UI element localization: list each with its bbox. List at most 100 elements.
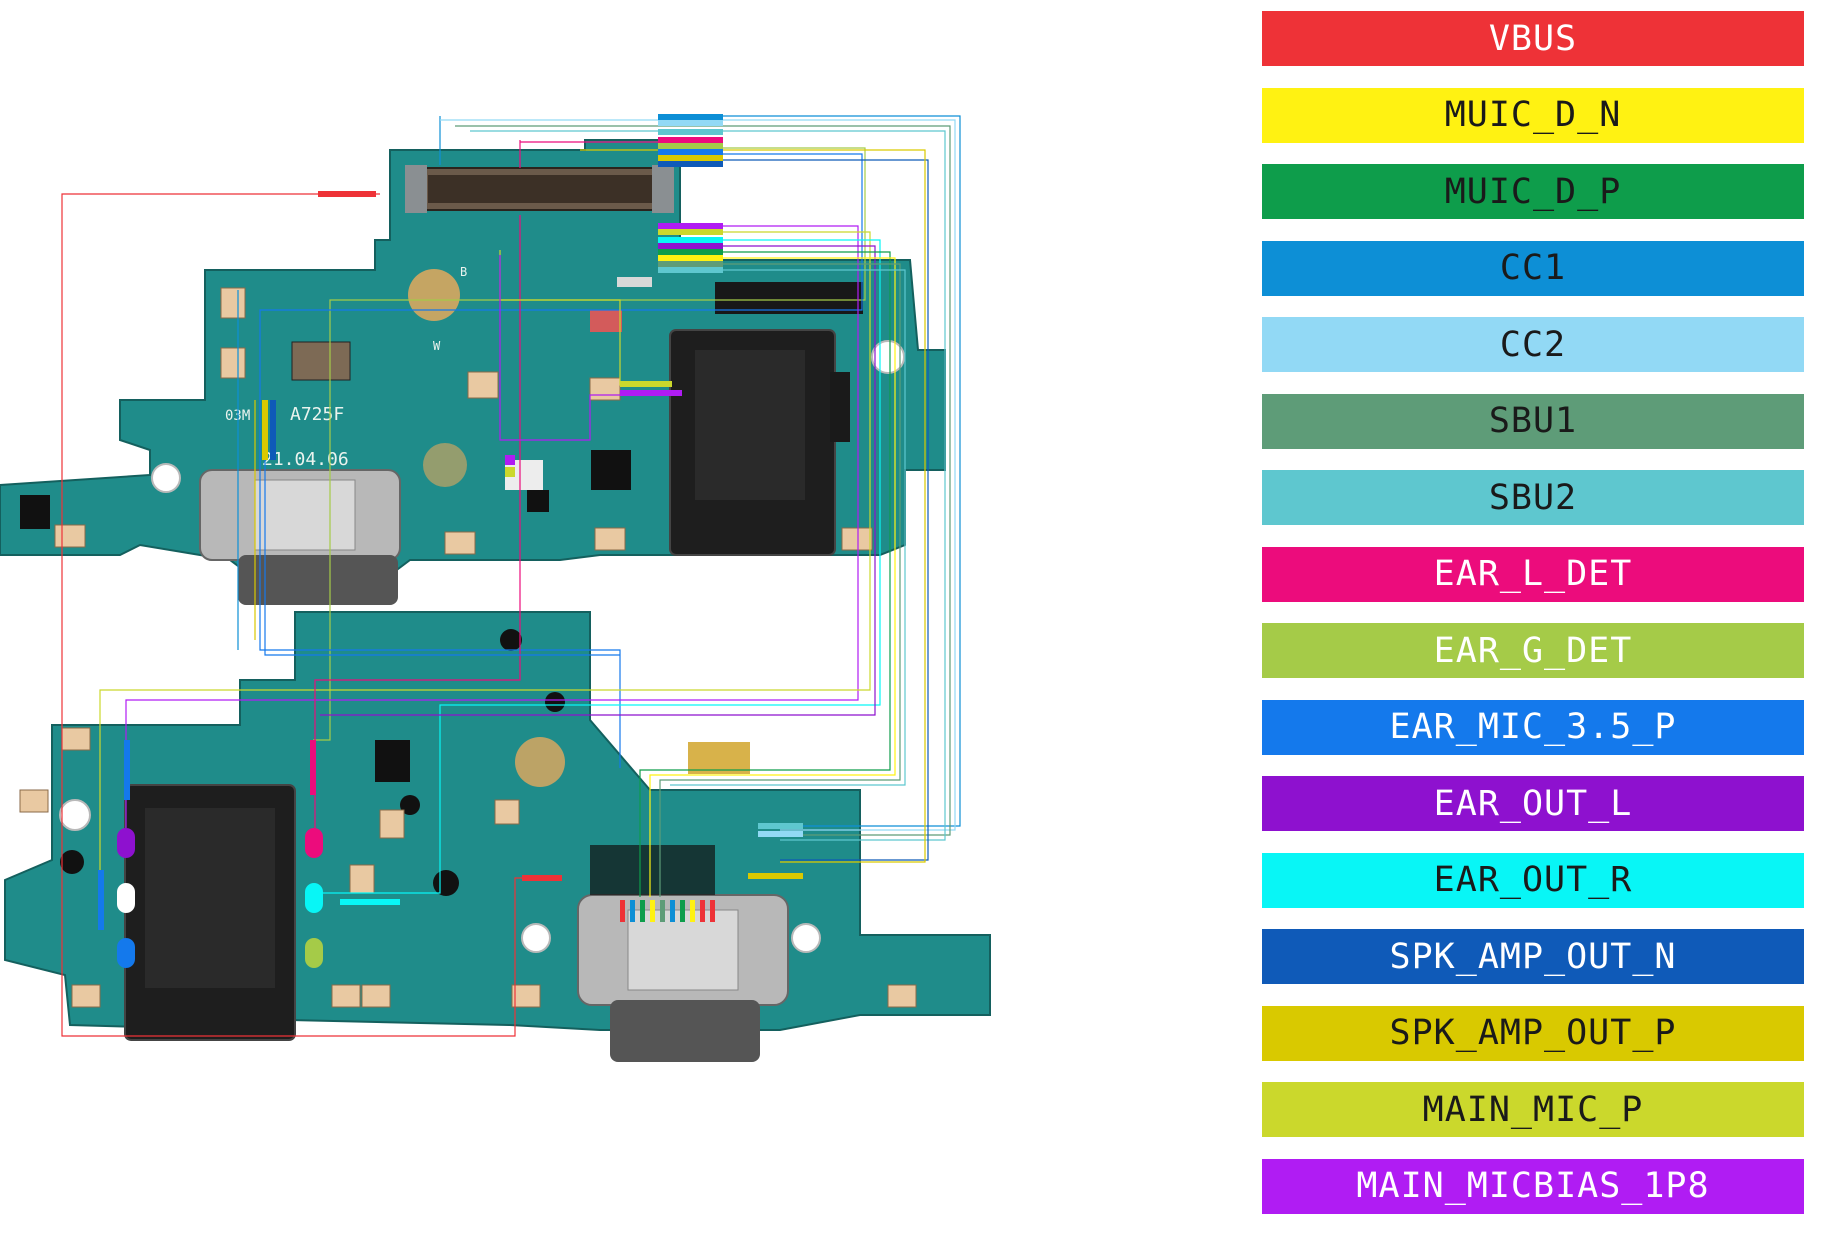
edge-pads-bottom <box>19 727 917 1008</box>
legend-item: SBU2 <box>1262 470 1804 525</box>
tag-stack2-sbu1 <box>658 261 723 267</box>
connector-shield-left <box>405 165 427 213</box>
connector-shield-right <box>652 165 674 213</box>
silk-w: W <box>433 339 441 353</box>
shield-can <box>715 282 863 314</box>
tag-micbias-dot <box>505 455 515 465</box>
tag-stack2-out-r <box>658 237 723 243</box>
legend-item: MAIN_MICBIAS_1P8 <box>1262 1158 1804 1214</box>
tag-stack-ear-g <box>658 143 723 149</box>
usb-c-top-inner <box>254 479 356 551</box>
gold-pad <box>688 742 750 774</box>
wire-micbias-mid <box>499 255 620 441</box>
top-board: A725F 21.04.06 03M W B <box>0 139 946 605</box>
pcb-pad-gold <box>423 443 467 487</box>
test-point-black <box>400 795 420 815</box>
usb-c-bottom-shell <box>610 1000 760 1062</box>
wire-muic-d-n <box>649 257 896 897</box>
ic-chip <box>527 490 549 512</box>
legend-item: SBU1 <box>1262 393 1804 449</box>
tag-main-mic <box>620 381 672 387</box>
wire-ear-mic-drop <box>264 400 620 656</box>
tag-vertical-spk <box>262 400 268 460</box>
usb-c-top-shell <box>238 555 398 605</box>
audio-jack-pin <box>830 372 850 442</box>
wire-ear-out-l <box>320 245 876 716</box>
tag-vertical-mic-b <box>98 870 104 930</box>
usb-pin-highlights <box>620 900 715 922</box>
tag-stack2-micbias <box>658 223 723 229</box>
legend-item: EAR_OUT_R <box>1262 852 1804 908</box>
ic-chip <box>375 740 410 782</box>
legend-item: MUIC_D_N <box>1262 87 1804 143</box>
usb-pin-area <box>590 845 715 895</box>
wire-spk-p <box>580 149 926 863</box>
test-point-black <box>500 629 522 651</box>
wire-main-mic <box>99 231 871 900</box>
wire-muic-d-p <box>639 251 891 897</box>
tag-bottom-muic <box>748 873 803 879</box>
tag-stack-ear-l <box>658 137 723 143</box>
test-point-black <box>545 692 565 712</box>
tag-vertical-mic <box>124 740 130 800</box>
mount-hole <box>59 799 91 831</box>
tag-vbus-bottom <box>522 875 562 881</box>
legend-item: EAR_OUT_L <box>1262 776 1804 831</box>
legend-item: EAR_L_DET <box>1262 546 1804 602</box>
tag-bottom-sbu <box>758 823 803 829</box>
legend-item: EAR_MIC_3.5_P <box>1262 699 1804 755</box>
test-point-black <box>60 850 84 874</box>
mount-hole <box>151 463 181 493</box>
mount-hole <box>521 923 551 953</box>
tag-stack2-d-n <box>658 255 723 261</box>
wire-ear-out-r <box>323 239 881 894</box>
bottom-board <box>4 611 991 1062</box>
wire-sbu1-b <box>659 263 901 897</box>
tag-main-micbias <box>620 390 682 396</box>
silk-model: A725F <box>290 404 344 425</box>
tag-stack-cc1 <box>658 114 723 120</box>
legend-item: MAIN_MIC_P <box>1262 1082 1804 1137</box>
wire-sbu2-b <box>660 269 906 786</box>
tiny-component <box>590 310 622 332</box>
silk-date: 21.04.06 <box>262 449 349 470</box>
signal-wires <box>61 114 961 1037</box>
tag-stack2-sbu2 <box>658 267 723 273</box>
tag-stack2-d-p <box>658 249 723 255</box>
tag-stack-spk-n <box>658 161 723 167</box>
tag-stack2-mic <box>658 229 723 235</box>
legend-item: EAR_G_DET <box>1262 623 1804 678</box>
wire-ear-mic <box>259 153 863 768</box>
tag-stack2-out-l <box>658 243 723 249</box>
connector-pins <box>428 175 652 203</box>
tiny-component <box>617 277 652 287</box>
jack-contact-pads <box>117 828 323 968</box>
audio-jack-bottom-inner <box>145 808 275 988</box>
tag-bottom-ear-out-r <box>340 899 400 905</box>
test-pad <box>220 287 246 319</box>
silk-b: B <box>460 265 467 279</box>
tag-stack-mic <box>658 149 723 155</box>
test-point-black <box>433 870 459 896</box>
tag-vbus <box>318 191 376 197</box>
legend-item: SPK_AMP_OUT_P <box>1262 1005 1804 1061</box>
tag-bottom-cc2 <box>758 831 803 837</box>
audio-jack-inner <box>695 350 805 500</box>
usb-c-bottom-inner <box>627 909 739 991</box>
legend-item: MUIC_D_P <box>1262 164 1804 219</box>
coax-pad <box>467 371 499 399</box>
tag-stack-spk-p <box>658 155 723 161</box>
tag-vertical-spk-n <box>270 400 276 460</box>
small-connector <box>291 341 351 381</box>
ic-chip <box>20 495 50 529</box>
mount-hole <box>791 923 821 953</box>
legend-item: SPK_AMP_OUT_N <box>1262 929 1804 984</box>
tag-stack-sbu <box>658 129 723 135</box>
ic-chip <box>591 450 631 490</box>
tag-main-mic-dot <box>505 467 515 477</box>
legend-item: VBUS <box>1262 11 1804 66</box>
pcb-diagram: A725F 21.04.06 03M W B <box>0 114 991 1062</box>
tag-vertical-ear-l <box>310 740 316 795</box>
